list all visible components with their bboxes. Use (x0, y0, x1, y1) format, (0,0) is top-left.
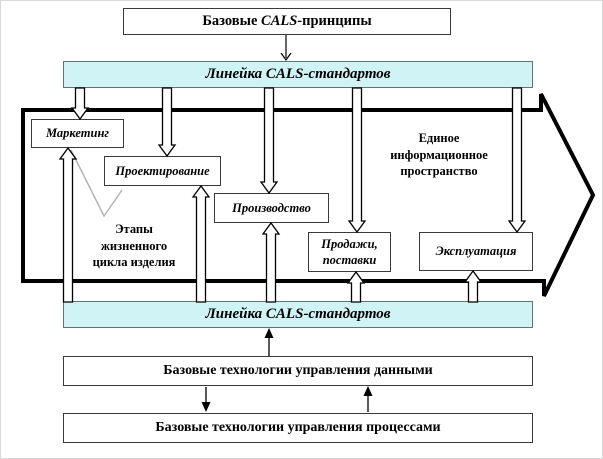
standards-bar-top: Линейка CALS-стандартов (63, 61, 533, 88)
stage-design-label: Проектирование (115, 163, 210, 178)
stage-production-label: Производство (232, 200, 311, 215)
process-management-tech-label: Базовые технологии управления процессами (155, 420, 441, 435)
stage-operation-label: Эксплуатация (435, 244, 517, 259)
title-suffix: -принципы (297, 13, 372, 29)
title-prefix: Базовые (202, 13, 262, 29)
stage-operation-box: Эксплуатация (419, 232, 533, 271)
stage-production-box: Производство (214, 193, 329, 223)
stage-design-box: Проектирование (104, 156, 221, 186)
unified-information-space-label: Единое информационное пространство (390, 131, 488, 178)
base-principles-box: Базовые CALS-принципы (123, 8, 451, 35)
data-management-tech-box: Базовые технологии управления данными (63, 356, 533, 386)
standards-bar-top-label: Линейка CALS-стандартов (205, 66, 391, 82)
lifecycle-stages-caption: Этапы жизненного цикла изделия (92, 222, 176, 269)
stage-sales-box: Продажи, поставки (308, 232, 391, 272)
standards-bar-bottom: Линейка CALS-стандартов (63, 301, 533, 328)
data-management-tech-label: Базовые технологии управления данными (163, 363, 433, 378)
stage-marketing-label: Маркетинг (45, 126, 109, 141)
stage-sales-label: Продажи, поставки (321, 236, 378, 267)
title-cals: CALS (261, 13, 298, 29)
standards-bar-bottom-label: Линейка CALS-стандартов (205, 306, 391, 322)
stages-callout-line (70, 149, 123, 218)
stage-marketing-box: Маркетинг (31, 119, 124, 148)
base-principles-label: Базовые CALS-принципы (202, 13, 371, 30)
process-management-tech-box: Базовые технологии управления процессами (63, 413, 533, 443)
